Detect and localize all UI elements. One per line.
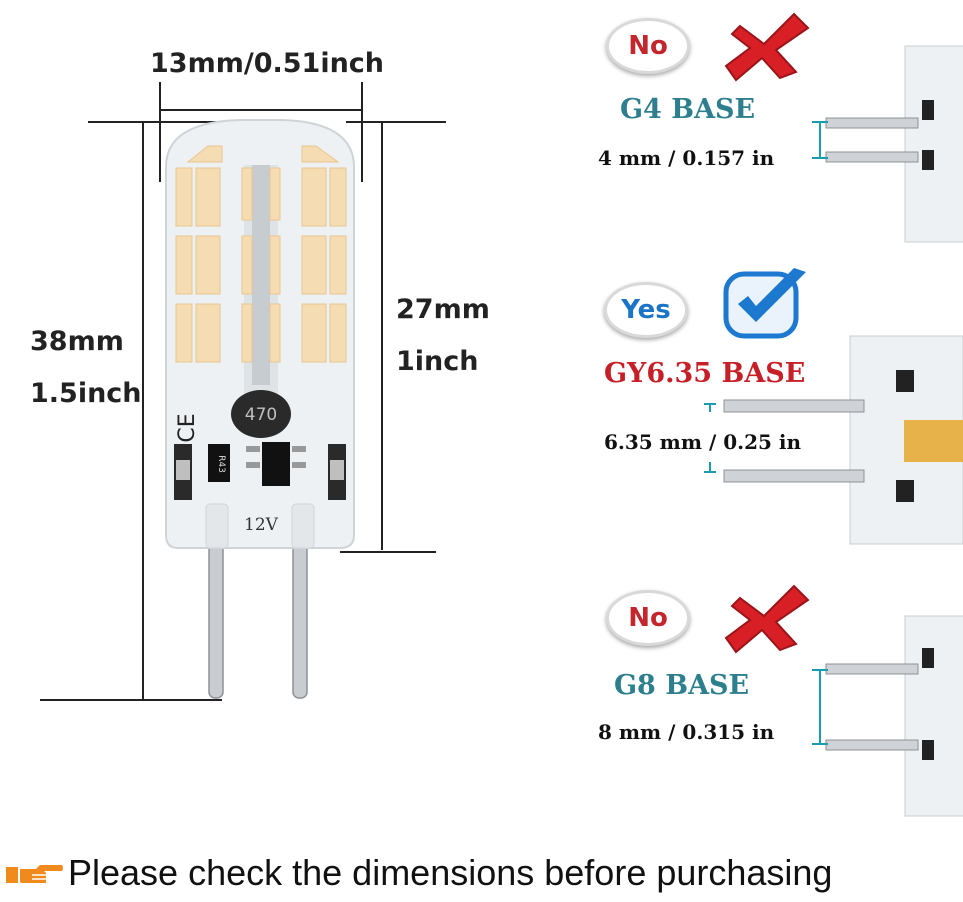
chip xyxy=(231,390,291,438)
base-label-gy635: GY6.35 BASE xyxy=(604,358,806,389)
ce-mark: CE xyxy=(175,413,200,442)
total-height-mm: 38mm xyxy=(30,326,124,357)
checkmark-icon xyxy=(723,268,806,339)
base-spec-g8: 8 mm / 0.315 in xyxy=(598,720,775,744)
chip-marking: 470 xyxy=(245,405,277,425)
footer-notice: Please check the dimensions before purch… xyxy=(68,852,833,893)
base-label-g8: G8 BASE xyxy=(614,670,750,701)
width-label: 13mm/0.51inch xyxy=(150,48,385,79)
cross-icon xyxy=(724,12,810,82)
g4-base-illustration xyxy=(812,45,963,243)
yes-badge: Yes xyxy=(604,282,688,338)
bulb-dimension-drawing: 470 CE R43 12V xyxy=(40,82,446,701)
no-badge: No xyxy=(606,18,690,74)
smd-components xyxy=(174,442,346,500)
width-dimension-lines xyxy=(159,82,363,182)
gy635-base-illustration xyxy=(704,335,963,545)
no-badge: No xyxy=(606,590,690,646)
body-height-mm: 27mm xyxy=(396,294,490,325)
bulb-pins xyxy=(208,539,308,699)
voltage-marking: 12V xyxy=(244,515,279,535)
resistor-marking: R43 xyxy=(216,455,226,473)
pointing-hand-icon xyxy=(6,865,63,883)
base-spec-gy635: 6.35 mm / 0.25 in xyxy=(604,430,802,454)
led-array xyxy=(175,145,347,363)
total-height-in: 1.5inch xyxy=(30,378,142,409)
base-label-g4: G4 BASE xyxy=(620,94,756,125)
body-height-in: 1inch xyxy=(396,346,479,377)
height-dimension-lines xyxy=(40,121,446,701)
g8-base-illustration xyxy=(812,615,963,817)
cross-icon xyxy=(724,584,810,654)
base-spec-g4: 4 mm / 0.157 in xyxy=(598,146,775,170)
